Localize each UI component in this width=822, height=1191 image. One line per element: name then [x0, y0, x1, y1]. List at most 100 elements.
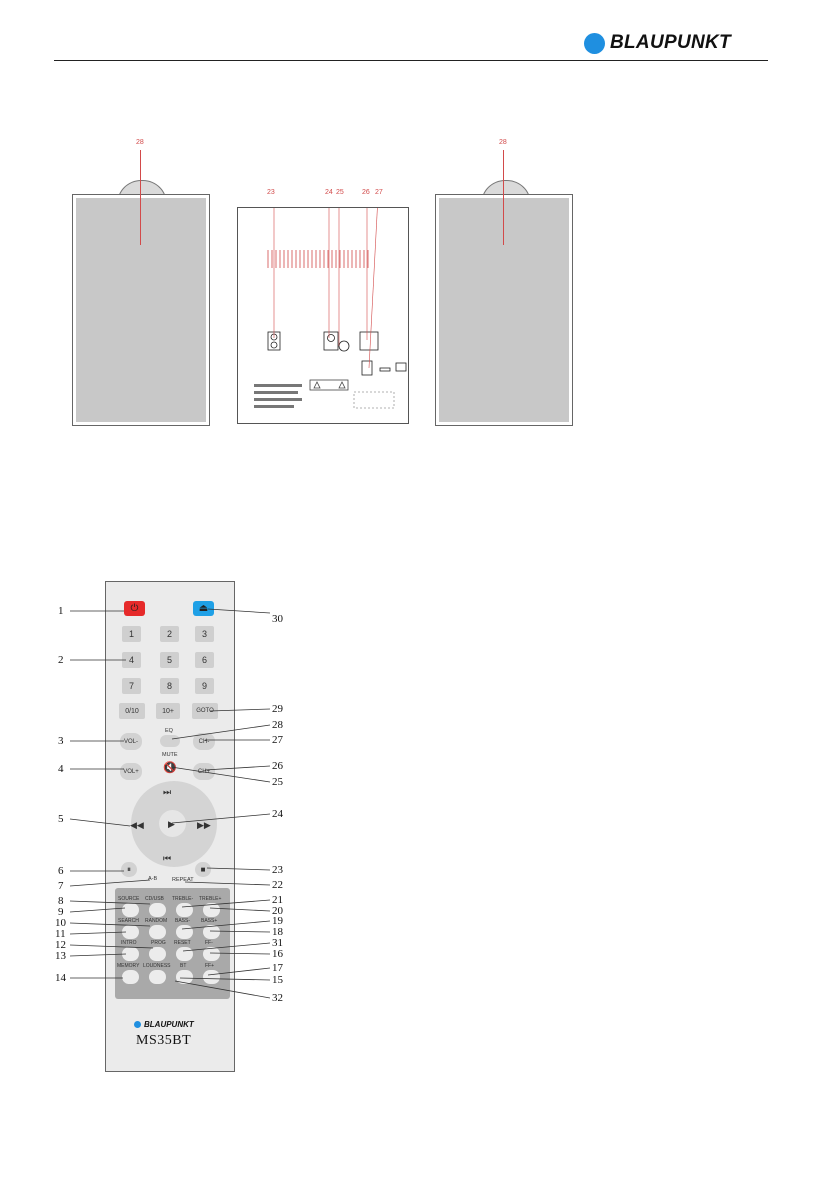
eq-label: EQ: [165, 728, 173, 734]
memory-button[interactable]: [122, 970, 139, 984]
treble-plus-button[interactable]: [203, 903, 220, 917]
eject-button[interactable]: ⏏: [193, 601, 214, 616]
digit-9-button[interactable]: 9: [195, 678, 214, 694]
callout-7: 7: [58, 880, 64, 892]
bass-minus-button[interactable]: [176, 925, 193, 939]
callout-32: 32: [272, 992, 283, 1004]
random-button[interactable]: [149, 925, 166, 939]
bt-label: BT: [180, 963, 187, 969]
callout-24: 24: [325, 189, 333, 196]
search-button[interactable]: [122, 925, 139, 939]
search-label: SEARCH: [118, 918, 139, 924]
reset-button[interactable]: [176, 947, 193, 961]
vol-minus-button[interactable]: VOL-: [120, 733, 142, 750]
vol-plus-button[interactable]: VOL+: [120, 763, 142, 780]
bass-plus-label: BASS+: [201, 918, 218, 924]
digit-7-button[interactable]: 7: [122, 678, 141, 694]
ff-minus-button[interactable]: [203, 947, 220, 961]
digit-0-10-button[interactable]: 0/10: [119, 703, 145, 719]
mute-label: MUTE: [162, 752, 178, 758]
callout-18: 18: [272, 926, 283, 938]
callout-14: 14: [55, 972, 66, 984]
digit-8-button[interactable]: 8: [160, 678, 179, 694]
digit-1-button[interactable]: 1: [122, 626, 141, 642]
callout-25: 25: [272, 776, 283, 788]
random-label: RANDOM: [145, 918, 168, 924]
previous-track-icon[interactable]: ⏮: [163, 853, 172, 863]
ch-minus-button[interactable]: CH-: [193, 733, 215, 750]
right-speaker-leader: [503, 150, 504, 245]
callout-4: 4: [58, 763, 64, 775]
callout-1: 1: [58, 605, 64, 617]
bass-plus-button[interactable]: [203, 925, 220, 939]
callout-11: 11: [55, 928, 66, 940]
callout-9: 9: [58, 906, 64, 918]
pause-icon: ⏸: [127, 864, 131, 874]
pause-button[interactable]: ⏸: [121, 862, 137, 877]
intro-button[interactable]: [122, 947, 139, 961]
ff-minus-label: FF-: [205, 940, 213, 946]
reset-label: RESET: [174, 940, 191, 946]
ab-button[interactable]: A-B: [148, 876, 158, 882]
rewind-icon[interactable]: ◀◀: [130, 820, 144, 830]
left-speaker-callout: 28: [136, 139, 144, 146]
ch-plus-button[interactable]: CH+: [193, 763, 215, 780]
callout-6: 6: [58, 865, 64, 877]
callout-26: 26: [272, 760, 283, 772]
treble-minus-button[interactable]: [176, 903, 193, 917]
next-track-icon[interactable]: ⏭: [163, 787, 172, 797]
source-button[interactable]: [122, 903, 139, 917]
callout-24: 24: [272, 808, 283, 820]
callout-10: 10: [55, 917, 66, 929]
right-speaker-grille: [439, 198, 569, 422]
digit-2-button[interactable]: 2: [160, 626, 179, 642]
power-button[interactable]: ⏻: [124, 601, 145, 616]
digit-6-button[interactable]: 6: [195, 652, 214, 668]
callout-8: 8: [58, 895, 64, 907]
callout-16: 16: [272, 948, 283, 960]
callout-31: 31: [272, 937, 283, 949]
label-placeholder: [353, 391, 395, 409]
digit-5-button[interactable]: 5: [160, 652, 179, 668]
callout-26: 26: [362, 189, 370, 196]
callout-27: 27: [375, 189, 383, 196]
goto-button[interactable]: GOTO: [192, 703, 218, 719]
intro-label: INTRO: [121, 940, 137, 946]
callout-23: 23: [267, 189, 275, 196]
stop-icon: ■: [200, 865, 206, 874]
rear-panel-leaders: [273, 195, 379, 369]
brand-name: BLAUPUNKT: [610, 32, 731, 53]
callout-22: 22: [272, 879, 283, 891]
cd-usb-button[interactable]: [149, 903, 166, 917]
prog-button[interactable]: [149, 947, 166, 961]
vent-slots: [267, 250, 369, 268]
eq-button[interactable]: [160, 735, 180, 747]
remote-brand-logo: BLAUPUNKT: [134, 1020, 194, 1029]
digit-3-button[interactable]: 3: [195, 626, 214, 642]
callout-19: 19: [272, 915, 283, 927]
bass-minus-label: BASS-: [175, 918, 191, 924]
main-unit-rear-panel: [237, 195, 409, 424]
stop-button[interactable]: ■: [195, 862, 211, 877]
treble-plus-label: TREBLE+: [199, 896, 222, 902]
right-speaker: [435, 194, 573, 426]
bt-button[interactable]: [176, 970, 193, 984]
callout-2: 2: [58, 654, 64, 666]
loudness-button[interactable]: [149, 970, 166, 984]
ff-plus-button[interactable]: [203, 970, 220, 984]
digit-4-button[interactable]: 4: [122, 652, 141, 668]
prog-label: PROG: [151, 940, 166, 946]
digit-10-plus-button[interactable]: 10+: [156, 703, 180, 719]
fast-forward-icon[interactable]: ▶▶: [197, 820, 211, 830]
header-rule: [54, 60, 768, 61]
callout-5: 5: [58, 813, 64, 825]
mute-icon[interactable]: 🔇: [163, 762, 177, 774]
left-speaker-leader: [140, 150, 141, 245]
callout-3: 3: [58, 735, 64, 747]
right-speaker-callout: 28: [499, 139, 507, 146]
repeat-button[interactable]: REPEAT: [172, 877, 194, 883]
remote-brand-dot-icon: [134, 1021, 141, 1028]
source-label: SOURCE: [118, 896, 140, 902]
warning-label: [309, 379, 349, 391]
callout-30: 30: [272, 613, 283, 625]
